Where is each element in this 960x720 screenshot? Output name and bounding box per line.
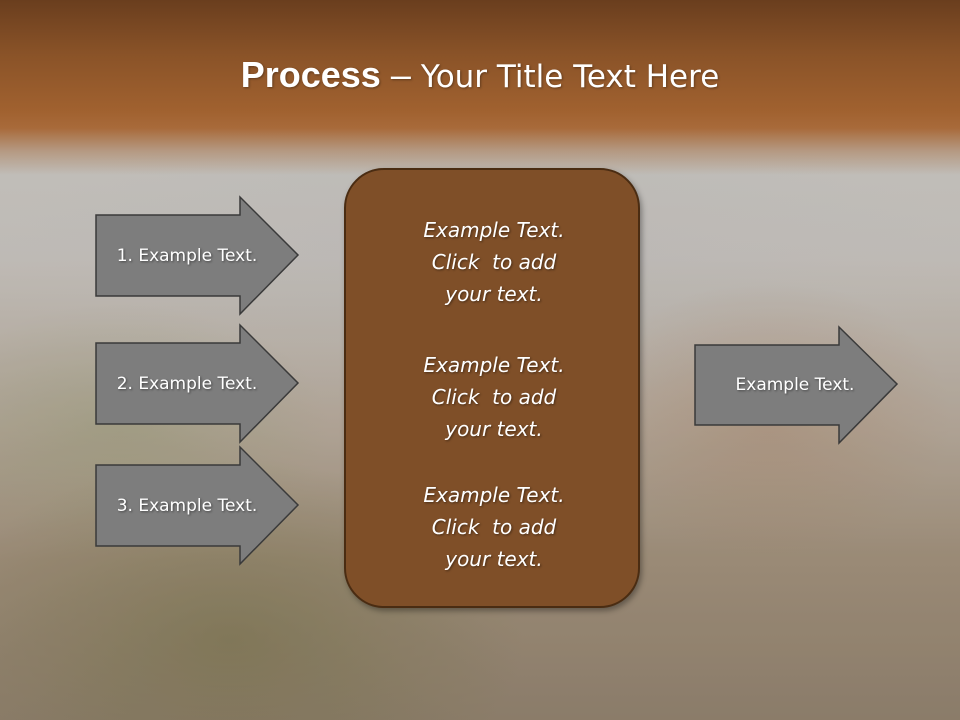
text-line: Example Text. <box>423 483 565 507</box>
arrow-shape <box>694 325 899 445</box>
text-line: your text. <box>445 547 543 571</box>
text-line: Example Text. <box>423 353 565 377</box>
text-line: Click to add <box>431 515 557 539</box>
left-arrow-label: 1. Example Text. <box>116 245 258 266</box>
title-text: Your Title Text Here <box>420 59 720 95</box>
arrow-shape <box>95 323 300 444</box>
center-text-block-1[interactable]: Example Text. Click to add your text. <box>346 214 642 310</box>
left-arrow-2[interactable]: 2. Example Text. <box>95 323 300 444</box>
text-line: Example Text. <box>423 218 565 242</box>
left-arrow-3[interactable]: 3. Example Text. <box>95 445 300 566</box>
arrow-shape <box>95 445 300 566</box>
center-text-box[interactable]: Example Text. Click to add your text. Ex… <box>344 168 640 608</box>
text-line: Click to add <box>431 385 557 409</box>
title-separator: – <box>380 54 421 95</box>
title-bold: Process <box>240 54 381 95</box>
left-arrow-label: 2. Example Text. <box>116 373 258 394</box>
right-arrow[interactable]: Example Text. <box>694 325 899 445</box>
text-line: your text. <box>445 282 543 306</box>
text-line: Click to add <box>431 250 557 274</box>
center-text-block-2[interactable]: Example Text. Click to add your text. <box>346 349 642 445</box>
center-text-block-3[interactable]: Example Text. Click to add your text. <box>346 479 642 575</box>
right-arrow-label: Example Text. <box>735 375 855 395</box>
text-line: your text. <box>445 417 543 441</box>
title-bar <box>0 0 960 175</box>
slide-title[interactable]: Process – Your Title Text Here <box>0 52 960 100</box>
arrow-shape <box>95 195 300 316</box>
left-arrow-label: 3. Example Text. <box>116 495 258 516</box>
left-arrow-1[interactable]: 1. Example Text. <box>95 195 300 316</box>
